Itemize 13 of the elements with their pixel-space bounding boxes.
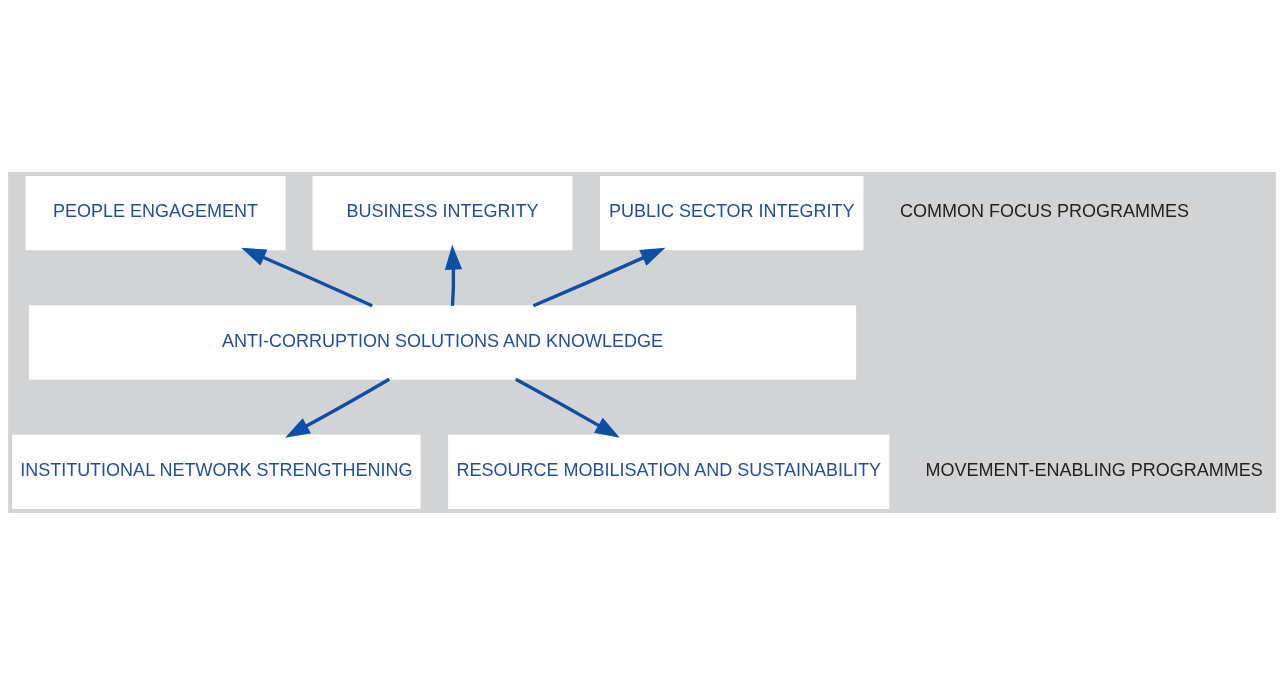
label: COMMON FOCUS PROGRAMMES [900,200,1190,221]
node-box: INSTITUTIONAL NETWORK STRENGTHENING [12,434,421,509]
node-box: PUBLIC SECTOR INTEGRITY [600,175,864,250]
node-box: BUSINESS INTEGRITY [312,175,573,250]
node-box: PEOPLE ENGAGEMENT [25,175,286,250]
arrow [285,377,391,438]
arrow [241,247,373,307]
arrow [515,377,620,438]
arrow [444,244,463,306]
arrow [532,247,666,307]
node-box: RESOURCE MOBILISATION AND SUSTAINABILITY [448,434,890,509]
node-box: ANTI-CORRUPTION SOLUTIONS AND KNOWLEDGE [28,304,857,380]
label: MOVEMENT-ENABLING PROGRAMMES [925,459,1263,480]
